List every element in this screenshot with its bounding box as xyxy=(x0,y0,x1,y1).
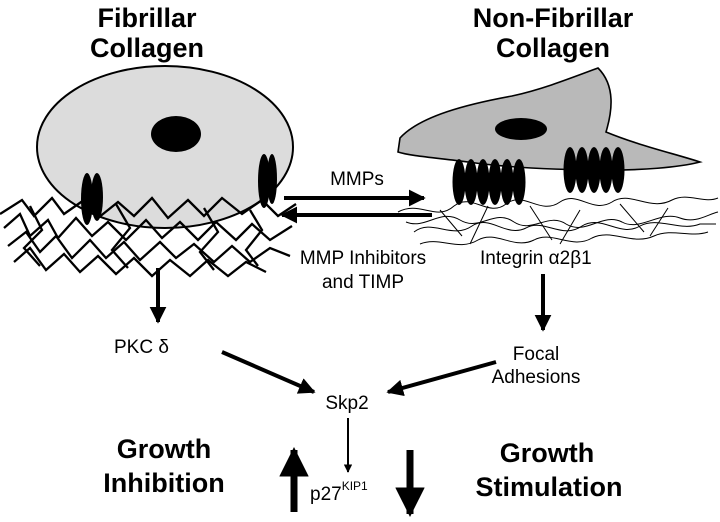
left-nucleus xyxy=(151,116,201,152)
focal-adhesions-label-line2: Adhesions xyxy=(492,367,581,388)
focal-to-skp2-arrow xyxy=(386,360,497,397)
right-integrin-cluster-left xyxy=(452,159,526,205)
right-integrin-cluster-right xyxy=(563,147,625,193)
growth-stimulation-line2: Stimulation xyxy=(476,472,623,502)
growth-inhibition-line1: Growth xyxy=(117,434,212,464)
left-title-line1: Fibrillar xyxy=(97,3,197,33)
pkc-delta-label: PKC δ xyxy=(114,337,169,358)
left-integrin-receptors xyxy=(81,154,277,225)
focal-adhesions-label-line1: Focal xyxy=(513,344,559,365)
right-title-line1: Non-Fibrillar xyxy=(473,3,634,33)
non-fibrillar-cell xyxy=(397,67,703,171)
pkc-to-skp2-arrow xyxy=(221,350,316,394)
growth-inhibition-line2: Inhibition xyxy=(103,468,224,498)
non-fibrillar-collagen-mesh xyxy=(397,196,719,246)
fibrillar-cell xyxy=(36,65,294,229)
integrin-label: Integrin α2β1 xyxy=(480,248,592,269)
fibrillar-collagen-mesh xyxy=(0,196,297,278)
mmp-inhibitors-label-line2: and TIMP xyxy=(322,272,404,293)
p27-label: p27KIP1 xyxy=(310,479,368,505)
left-title-line2: Collagen xyxy=(90,33,204,63)
right-title-line2: Collagen xyxy=(496,33,610,63)
skp2-label: Skp2 xyxy=(325,393,368,414)
mmps-label: MMPs xyxy=(330,169,384,190)
growth-stimulation-line1: Growth xyxy=(500,438,595,468)
right-nucleus xyxy=(495,118,547,140)
mmp-inhibitors-label-line1: MMP Inhibitors xyxy=(300,248,426,269)
